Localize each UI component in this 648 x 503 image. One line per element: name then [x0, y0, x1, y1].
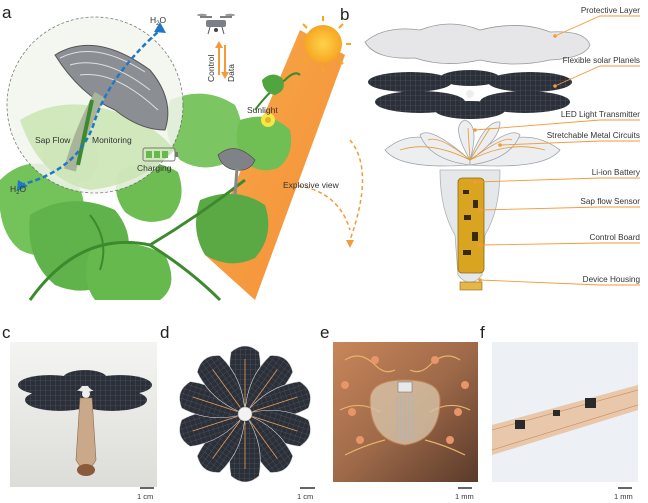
label-led-transmitter: LED Light Transmitter	[561, 110, 640, 119]
label-control-board: Control Board	[589, 233, 640, 242]
panel-label-c: c	[2, 323, 11, 342]
orange-traces	[399, 127, 546, 161]
sun-rays	[295, 16, 351, 72]
petal-trace	[212, 420, 241, 459]
petal-trace	[249, 369, 278, 408]
control-board	[457, 177, 485, 274]
sap-flow-arrow	[19, 29, 161, 187]
label-metal-circuits: Stretchable Metal Circuits	[547, 131, 640, 140]
sunlight-label: Sunlight	[247, 105, 278, 115]
h2o-bottom-sub: 2	[16, 190, 20, 196]
panel-label-a: a	[2, 3, 12, 22]
panel-label-e: e	[320, 323, 329, 342]
panel-b: b	[340, 5, 641, 291]
petal-trace	[252, 396, 298, 412]
sun-icon	[304, 25, 342, 63]
charging-label: Charging	[137, 163, 172, 173]
metal-circuit-petals	[384, 119, 561, 167]
panel-a: a H2O H2O Sap Flow Monitoring Charging D…	[0, 3, 364, 302]
panel-c: c 1 cm	[2, 323, 157, 501]
petal-trace	[192, 396, 238, 412]
scale-bar-d: 1 cm	[297, 492, 313, 501]
petal-trace	[252, 416, 298, 432]
scale-bar-c: 1 cm	[137, 492, 153, 501]
svg-text:H2O: H2O	[150, 15, 166, 27]
h2o-top: H	[150, 15, 156, 25]
panel-f: f 1 mm	[480, 323, 639, 501]
h2o-bottom: H	[10, 184, 16, 194]
panel-label-b: b	[340, 5, 349, 24]
data-label: Data	[226, 64, 236, 82]
h2o-top-o: O	[159, 15, 166, 25]
label-solar-panels: Flexible solar Planels	[563, 56, 640, 65]
drone-icon	[197, 13, 235, 35]
h2o-top-sub: 2	[156, 21, 160, 27]
control-label: Control	[206, 54, 216, 82]
petal-trace	[212, 369, 241, 408]
device-photo-c	[18, 370, 152, 476]
pumpkin-plant	[0, 72, 301, 302]
battery-icon	[142, 147, 178, 162]
panel-label-d: d	[160, 323, 169, 342]
svg-text:H2O: H2O	[10, 184, 26, 196]
protective-layer	[364, 23, 591, 65]
panel-label-f: f	[480, 323, 485, 342]
label-battery: Li-ion Battery	[592, 168, 641, 177]
label-sap-flow-sensor: Sap flow Sensor	[580, 197, 640, 206]
panel-e: e 1 mm	[320, 323, 478, 501]
label-device-housing: Device Housing	[583, 275, 641, 284]
h2o-bottom-o: O	[19, 184, 26, 194]
device-photo-d	[179, 345, 311, 483]
scale-bar-e: 1 mm	[455, 492, 474, 501]
chips	[515, 398, 596, 429]
solar-panels	[368, 70, 572, 119]
petal-trace	[192, 416, 238, 432]
panel-d: d 1 cm	[160, 323, 315, 501]
explosive-view-label: Explosive view	[283, 180, 340, 190]
sap-flow-label: Sap Flow	[35, 135, 71, 145]
device-on-plant	[217, 148, 256, 196]
scale-bar-f: 1 mm	[614, 492, 633, 501]
leader-dots	[473, 34, 557, 282]
leader-lines	[474, 15, 640, 286]
petal	[196, 355, 246, 415]
monitoring-label: Monitoring	[92, 135, 132, 145]
petal-trace	[249, 420, 278, 459]
label-protective-layer: Protective Layer	[581, 6, 640, 15]
